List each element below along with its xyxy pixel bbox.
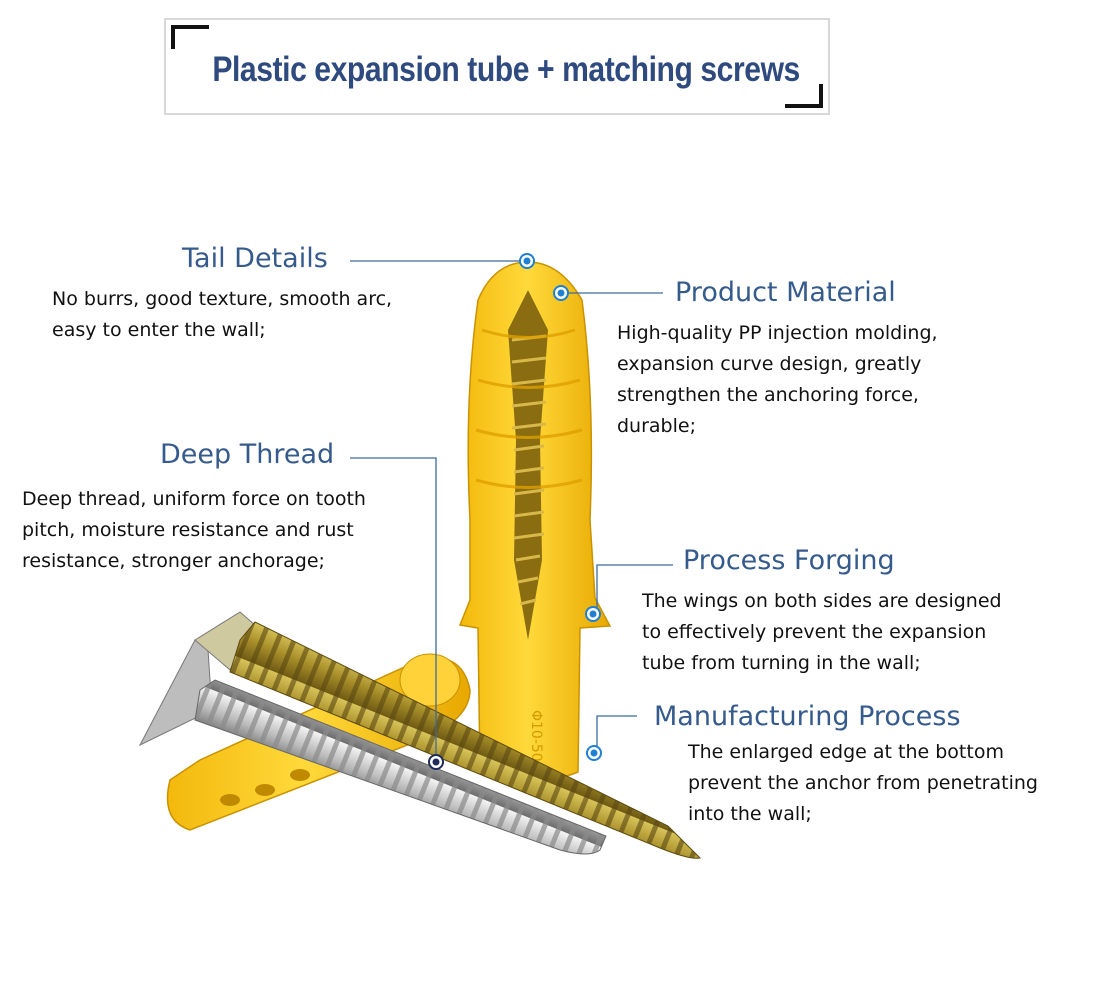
desc-line: expansion curve design, greatly [617, 353, 922, 375]
desc-line: tube from turning in the wall; [642, 652, 921, 674]
desc-line: The wings on both sides are designed [642, 590, 1002, 612]
desc-line: High-quality PP injection molding, [617, 322, 938, 344]
desc-line: No burrs, good texture, smooth arc, [52, 288, 393, 310]
desc-line: into the wall; [688, 803, 812, 825]
heading-tail-details: Tail Details [182, 243, 328, 274]
desc-tail-details: No burrs, good texture, smooth arc, easy… [52, 284, 392, 346]
title-frame: Plastic expansion tube + matching screws [164, 18, 830, 115]
heading-manufacturing-process: Manufacturing Process [654, 701, 961, 732]
desc-line: prevent the anchor from penetrating [688, 772, 1038, 794]
desc-line: strengthen the anchoring force, [617, 384, 919, 406]
desc-line: durable; [617, 415, 696, 437]
title-corner-top-left [171, 25, 209, 49]
desc-line: Deep thread, uniform force on tooth [22, 488, 366, 510]
svg-text:Φ10-50: Φ10-50 [528, 710, 544, 762]
desc-line: pitch, moisture resistance and rust [22, 519, 354, 541]
desc-manufacturing-process: The enlarged edge at the bottom prevent … [688, 737, 1038, 830]
silver-screw [138, 639, 607, 855]
desc-line: easy to enter the wall; [52, 319, 266, 341]
callout-markers [428, 253, 602, 770]
desc-product-material: High-quality PP injection molding, expan… [617, 318, 938, 442]
desc-line: resistance, stronger anchorage; [22, 550, 325, 572]
heading-deep-thread: Deep Thread [160, 439, 335, 470]
page-title: Plastic expansion tube + matching screws [212, 50, 800, 89]
heading-process-forging: Process Forging [683, 545, 895, 576]
heading-product-material: Product Material [675, 277, 896, 308]
desc-deep-thread: Deep thread, uniform force on tooth pitc… [22, 484, 366, 577]
desc-line: to effectively prevent the expansion [642, 621, 987, 643]
title-corner-bottom-right [785, 84, 823, 108]
desc-process-forging: The wings on both sides are designed to … [642, 586, 1002, 679]
upright-anchor: Φ10-50 [458, 261, 612, 783]
desc-line: The enlarged edge at the bottom [688, 741, 1004, 763]
gold-screw [194, 611, 702, 859]
